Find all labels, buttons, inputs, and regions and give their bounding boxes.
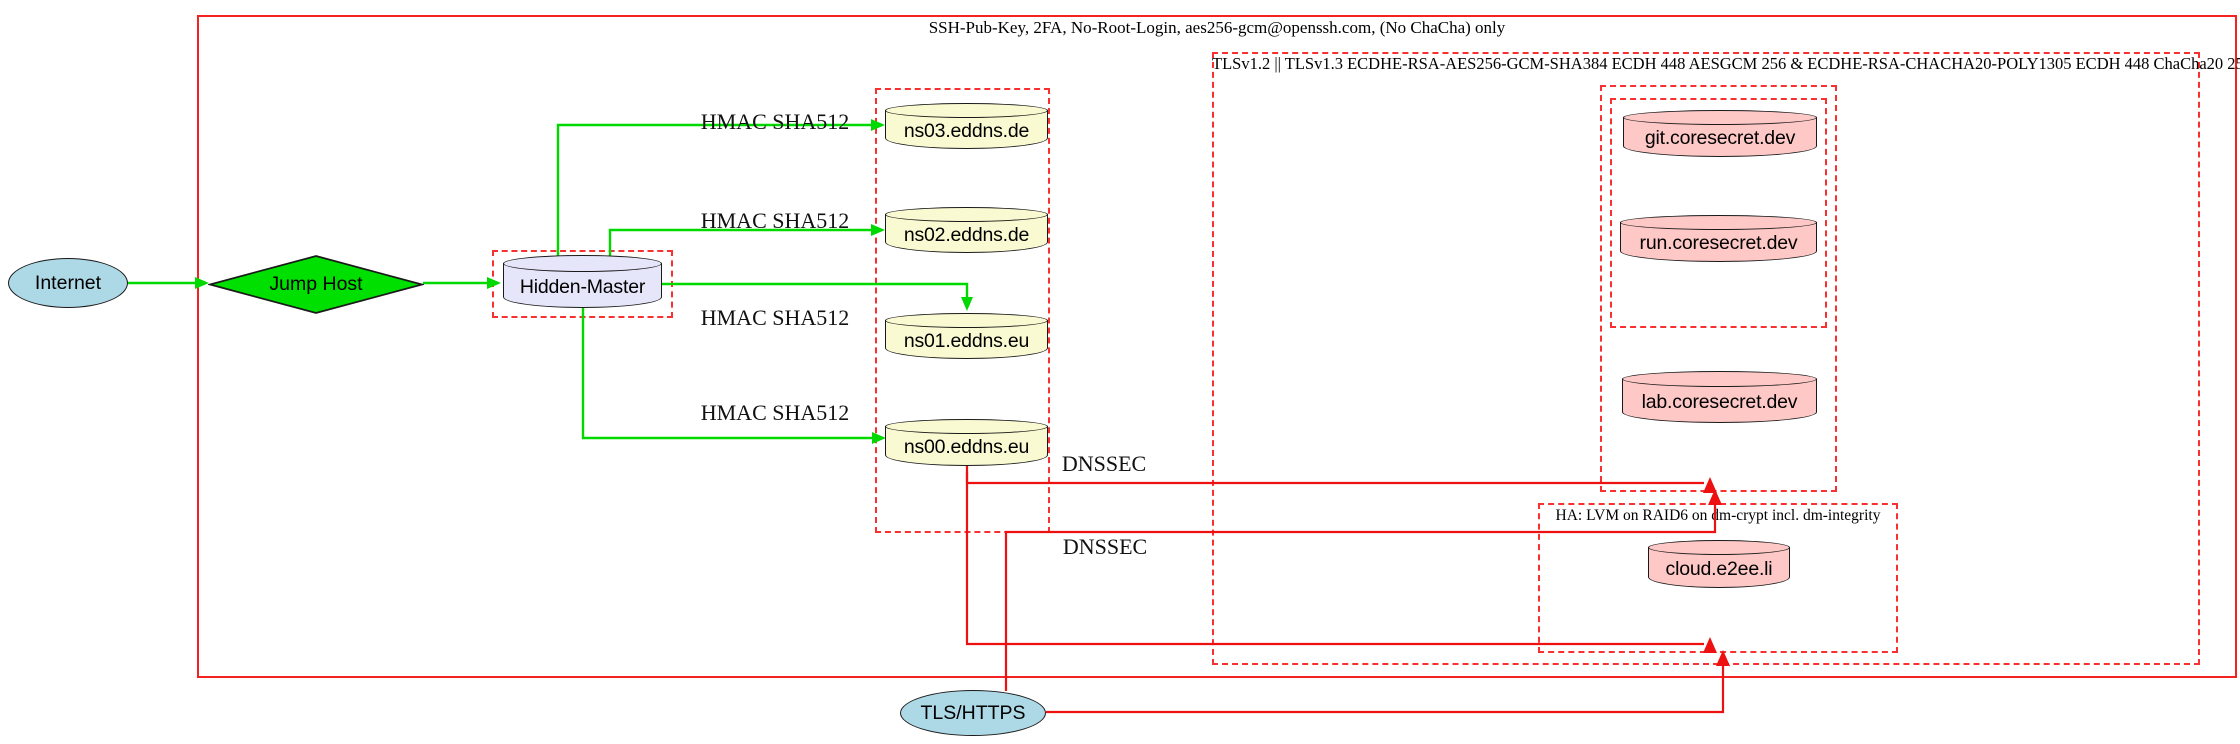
green-edges: [128, 123, 969, 440]
edge-tls-to-coresecret: [1004, 504, 1717, 691]
cylinder-top: [885, 207, 1048, 222]
cylinder-top: [1622, 371, 1817, 387]
arrowhead-coresecret-dnssec: [1703, 477, 1717, 493]
cylinder-top: [1623, 110, 1817, 125]
arrowhead-coresecret-tls: [1708, 489, 1722, 505]
arrowhead-hiddenmaster: [487, 277, 501, 289]
node-run-label: run.coresecret.dev: [1639, 232, 1798, 254]
arrowhead-ns02: [871, 224, 885, 236]
node-internet: Internet: [8, 258, 128, 308]
arrowhead-ns01: [961, 297, 973, 311]
node-ns03-label: ns03.eddns.de: [903, 119, 1030, 142]
node-jump-host: Jump Host: [206, 254, 426, 315]
cluster-nameservers-box: [875, 88, 1050, 533]
arrowhead-jumphost: [195, 277, 209, 289]
edge-hiddenmaster-to-ns02: [608, 228, 872, 262]
edge-tls-to-ha: [1046, 665, 1725, 714]
edge-label-hmac-ns02: HMAC SHA512: [700, 208, 850, 233]
cylinder-top: [1648, 540, 1790, 555]
node-ns00-label: ns00.eddns.eu: [903, 436, 1030, 458]
edge-ns00-dnssec-to-ha: [965, 472, 1704, 646]
node-internet-label: Internet: [34, 271, 102, 294]
node-ns02-label: ns02.eddns.de: [903, 223, 1030, 246]
cylinder-body: [885, 214, 1048, 253]
node-tls-https-label: TLS/HTTPS: [920, 701, 1026, 724]
edge-label-hmac-ns00: HMAC SHA512: [700, 400, 850, 425]
node-ns01: ns01.eddns.eu: [885, 313, 1048, 359]
node-hidden-master-label: Hidden-Master: [519, 276, 646, 298]
node-lab-coresecret: lab.coresecret.dev: [1622, 371, 1817, 423]
arrowhead-ns00: [872, 432, 886, 444]
node-tls-https: TLS/HTTPS: [900, 690, 1046, 736]
red-arrowheads: [1703, 477, 1730, 666]
node-jump-host-label: Jump Host: [269, 273, 363, 295]
cylinder-top: [885, 313, 1048, 328]
cylinder-top: [885, 419, 1048, 434]
node-ns00: ns00.eddns.eu: [885, 419, 1048, 466]
edge-hiddenmaster-to-ns01: [662, 282, 969, 298]
edge-label-hmac-ns01: HMAC SHA512: [700, 305, 850, 330]
node-run-coresecret: run.coresecret.dev: [1620, 215, 1817, 262]
red-edges: [965, 466, 1725, 714]
diamond-shape: [206, 255, 426, 314]
cylinder-top: [1620, 215, 1817, 230]
node-ns03: ns03.eddns.de: [885, 103, 1048, 149]
green-arrowheads: [195, 119, 973, 444]
node-cloud-label: cloud.e2ee.li: [1665, 557, 1773, 580]
cluster-tls-box: [1212, 52, 2200, 665]
cluster-ssh-label: SSH-Pub-Key, 2FA, No-Root-Login, aes256-…: [928, 18, 1506, 37]
cluster-coresecret-box: [1600, 85, 1837, 492]
cluster-ha-label: HA: LVM on RAID6 on dm-crypt incl. dm-in…: [1555, 507, 1881, 524]
edge-label-hmac-ns03: HMAC SHA512: [700, 109, 850, 134]
edge-label-dnssec-bottom: DNSSEC: [1062, 534, 1148, 559]
node-lab-label: lab.coresecret.dev: [1641, 391, 1798, 413]
arrowhead-ns03: [871, 119, 885, 131]
node-git-label: git.coresecret.dev: [1644, 127, 1796, 149]
edge-hiddenmaster-to-ns03: [556, 123, 872, 262]
cluster-ssh-perimeter-box: [197, 15, 2237, 678]
cluster-coresecret-inner-box: [1610, 98, 1827, 328]
node-ns01-label: ns01.eddns.eu: [903, 329, 1030, 352]
edge-label-dnssec-top: DNSSEC: [1061, 451, 1147, 476]
node-ns02: ns02.eddns.de: [885, 207, 1048, 253]
node-hidden-master: Hidden-Master: [503, 255, 662, 308]
cylinder-top: [503, 255, 662, 272]
node-cloud-e2ee: cloud.e2ee.li: [1648, 540, 1790, 588]
arrowhead-ha-dnssec: [1703, 637, 1717, 653]
cylinder-top: [885, 103, 1048, 118]
cluster-tls-label: TLSv1.2 || TLSv1.3 ECDHE-RSA-AES256-GCM-…: [1212, 54, 2240, 73]
edge-hiddenmaster-to-ns00: [581, 307, 873, 440]
arrowhead-ha-tls: [1716, 650, 1730, 666]
node-git-coresecret: git.coresecret.dev: [1623, 110, 1817, 157]
